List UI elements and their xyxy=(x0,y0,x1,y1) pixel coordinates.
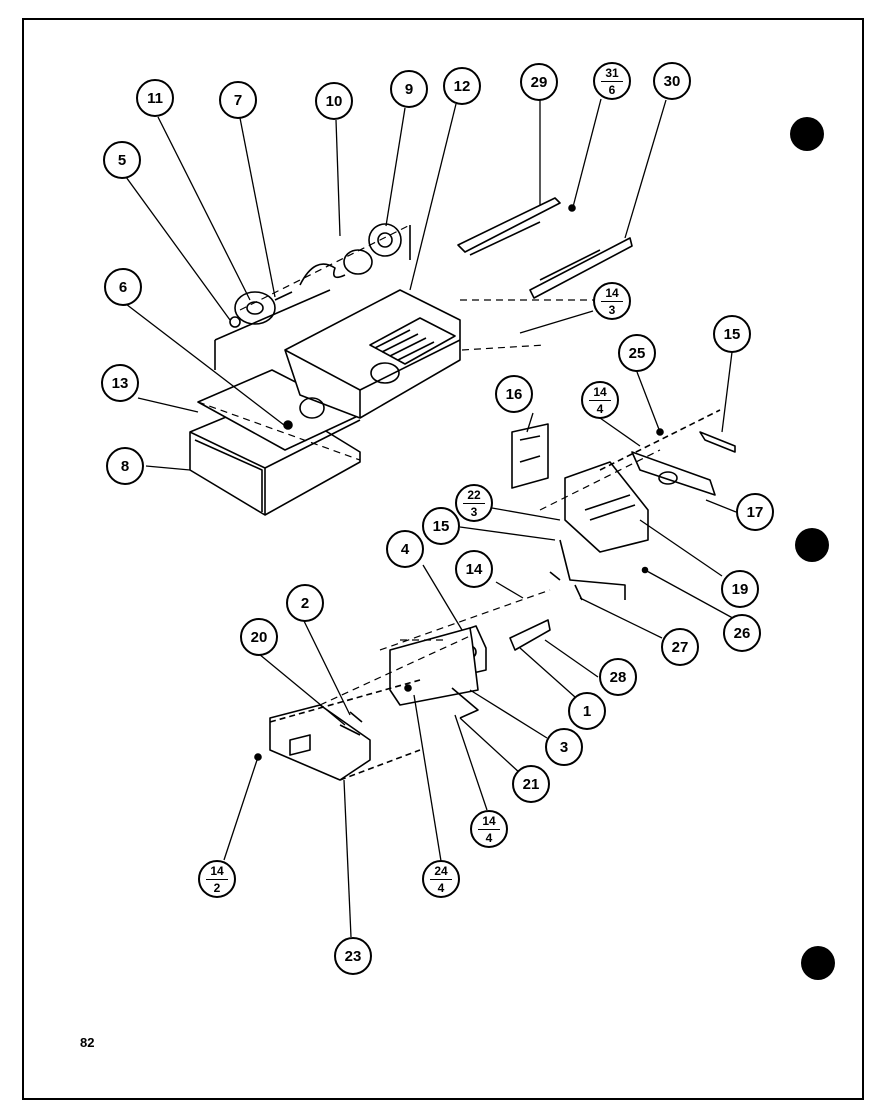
callout-8[interactable]: 8 xyxy=(106,447,144,485)
callout-label: 19 xyxy=(731,580,749,598)
callout-label: 9 xyxy=(404,80,414,98)
binder-hole-bottom xyxy=(801,946,835,980)
callout-denominator: 3 xyxy=(608,302,616,317)
callout-label: 21 xyxy=(522,775,540,793)
callout-label: 12 xyxy=(453,77,471,95)
callout-numerator: 31 xyxy=(605,65,619,80)
callout-23[interactable]: 23 xyxy=(334,937,372,975)
callout-1[interactable]: 1 xyxy=(568,692,606,730)
binder-hole-middle xyxy=(795,528,829,562)
callout-label: 11 xyxy=(147,89,163,107)
callout-6[interactable]: 6 xyxy=(104,268,142,306)
callout-denominator: 4 xyxy=(437,880,445,895)
callout-denominator: 2 xyxy=(213,880,221,895)
callout-9[interactable]: 9 xyxy=(390,70,428,108)
callout-label: 23 xyxy=(344,947,362,965)
page-border xyxy=(22,18,864,1100)
callout-21[interactable]: 21 xyxy=(512,765,550,803)
callout-denominator: 4 xyxy=(596,401,604,416)
callout-7[interactable]: 7 xyxy=(219,81,257,119)
callout-numerator: 22 xyxy=(467,487,481,502)
callout-label: 5 xyxy=(117,151,127,169)
callout-11[interactable]: 11 xyxy=(136,79,174,117)
callout-label: 28 xyxy=(609,668,627,686)
callout-25[interactable]: 25 xyxy=(618,334,656,372)
callout-label: 26 xyxy=(733,624,751,642)
callout-label: 8 xyxy=(120,457,130,475)
callout-4[interactable]: 4 xyxy=(386,530,424,568)
callout-15[interactable]: 15 xyxy=(713,315,751,353)
callout-numerator: 14 xyxy=(210,863,224,878)
assembly-dashed-lines xyxy=(197,224,661,706)
callout-label: 27 xyxy=(671,638,689,656)
callout-12[interactable]: 12 xyxy=(443,67,481,105)
callout-26[interactable]: 26 xyxy=(723,614,761,652)
callout-label: 13 xyxy=(111,374,129,392)
callout-label: 10 xyxy=(325,92,343,110)
leader-lines xyxy=(125,98,741,938)
callout-denominator: 6 xyxy=(608,82,616,97)
callout-label: 1 xyxy=(582,702,592,720)
callout-numerator: 14 xyxy=(605,285,619,300)
callout-label: 25 xyxy=(628,344,646,362)
callout-20[interactable]: 20 xyxy=(240,618,278,656)
callout-numerator: 14 xyxy=(593,384,607,399)
callout-denominator: 4 xyxy=(485,830,493,845)
callout-label: 3 xyxy=(559,738,569,756)
callout-numerator: 14 xyxy=(482,813,496,828)
callout-15-b[interactable]: 15 xyxy=(422,507,460,545)
page-number: 82 xyxy=(80,1035,95,1050)
callout-label: 15 xyxy=(432,517,450,535)
callout-label: 15 xyxy=(723,325,741,343)
callout-label: 30 xyxy=(663,72,681,90)
callout-14[interactable]: 14 xyxy=(455,550,493,588)
callout-30[interactable]: 30 xyxy=(653,62,691,100)
callout-label: 16 xyxy=(505,385,523,403)
callout-5[interactable]: 5 xyxy=(103,141,141,179)
callout-label: 14 xyxy=(465,560,483,578)
callout-label: 2 xyxy=(300,594,310,612)
callout-29[interactable]: 29 xyxy=(520,63,558,101)
callout-27[interactable]: 27 xyxy=(661,628,699,666)
control-bracket-assembly xyxy=(254,619,551,781)
ice-maker-assembly xyxy=(511,409,736,601)
callout-19[interactable]: 19 xyxy=(721,570,759,608)
callout-3[interactable]: 3 xyxy=(545,728,583,766)
callout-label: 29 xyxy=(530,73,548,91)
callout-17[interactable]: 17 xyxy=(736,493,774,531)
slide-rails xyxy=(457,197,633,299)
callout-10[interactable]: 10 xyxy=(315,82,353,120)
callout-denominator: 3 xyxy=(470,504,478,519)
callout-label: 7 xyxy=(233,91,243,109)
callout-label: 20 xyxy=(250,628,268,646)
callout-13[interactable]: 13 xyxy=(101,364,139,402)
callout-label: 17 xyxy=(746,503,764,521)
callout-16[interactable]: 16 xyxy=(495,375,533,413)
callout-numerator: 24 xyxy=(434,863,448,878)
callout-2[interactable]: 2 xyxy=(286,584,324,622)
binder-hole-top xyxy=(790,117,824,151)
callout-28[interactable]: 28 xyxy=(599,658,637,696)
callout-label: 4 xyxy=(400,540,410,558)
callout-label: 6 xyxy=(118,278,128,296)
